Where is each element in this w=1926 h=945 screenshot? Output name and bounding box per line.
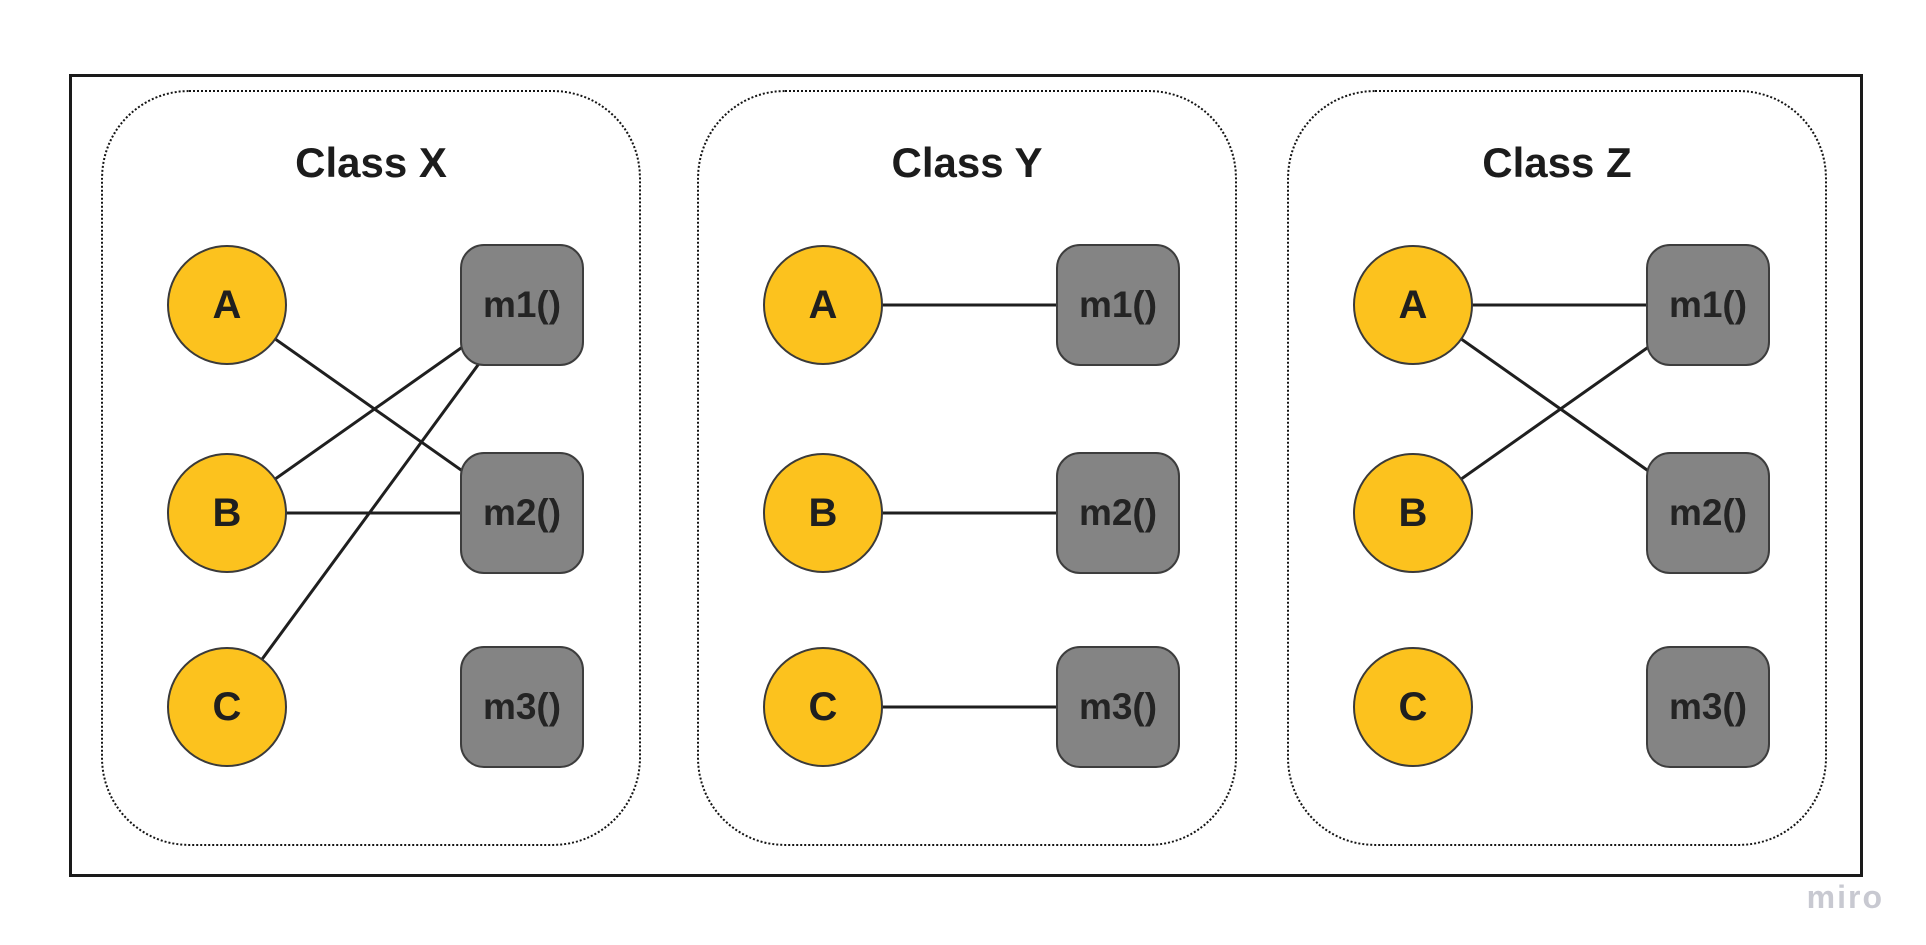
panel-class-z: Class Z	[1287, 90, 1827, 846]
method-box-x-m1[interactable]: m1()	[460, 244, 584, 366]
panel-title-x: Class X	[295, 139, 447, 186]
circle-node-x-b[interactable]: B	[167, 453, 287, 573]
method-box-y-m3[interactable]: m3()	[1056, 646, 1180, 768]
circle-node-z-b[interactable]: B	[1353, 453, 1473, 573]
circle-node-z-c[interactable]: C	[1353, 647, 1473, 767]
circle-node-x-a[interactable]: A	[167, 245, 287, 365]
outer-boundary-rect	[69, 74, 1863, 877]
method-box-y-m1[interactable]: m1()	[1056, 244, 1180, 366]
circle-node-y-b[interactable]: B	[763, 453, 883, 573]
method-box-z-m3[interactable]: m3()	[1646, 646, 1770, 768]
panel-title-z: Class Z	[1482, 139, 1632, 186]
method-box-z-m2[interactable]: m2()	[1646, 452, 1770, 574]
method-box-x-m3[interactable]: m3()	[460, 646, 584, 768]
edge-x-c-m1[interactable]	[225, 304, 524, 708]
method-box-z-m1[interactable]: m1()	[1646, 244, 1770, 366]
circle-node-z-a[interactable]: A	[1353, 245, 1473, 365]
miro-watermark: miro	[1806, 879, 1884, 915]
circle-node-x-c[interactable]: C	[167, 647, 287, 767]
method-box-y-m2[interactable]: m2()	[1056, 452, 1180, 574]
circle-node-y-a[interactable]: A	[763, 245, 883, 365]
panel-class-y: Class Y	[697, 90, 1237, 846]
method-box-x-m2[interactable]: m2()	[460, 452, 584, 574]
circle-node-y-c[interactable]: C	[763, 647, 883, 767]
panel-title-y: Class Y	[891, 139, 1043, 186]
panel-class-x: Class X	[101, 90, 641, 846]
